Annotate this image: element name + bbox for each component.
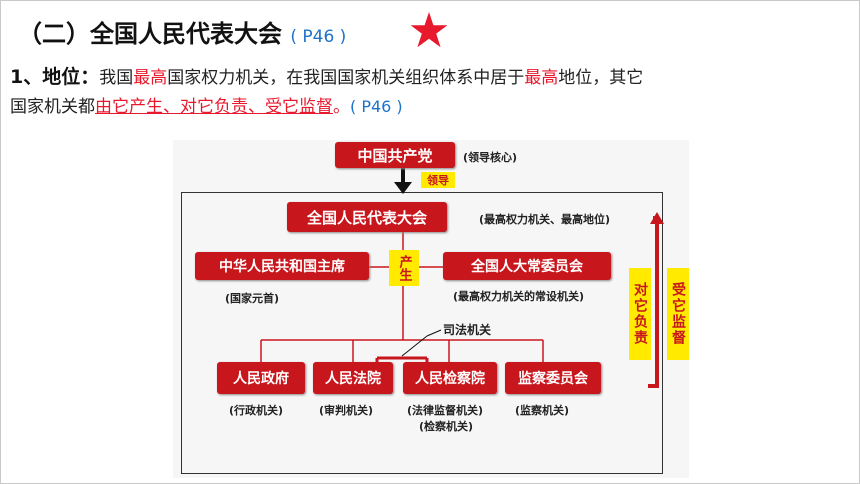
organ-procuratorate-note-2: (检察机关) (419, 420, 474, 433)
star-icon (410, 12, 448, 48)
text-segment: 国家机关都 (10, 97, 95, 117)
organ-procuratorate: 人民检察院 (403, 362, 497, 394)
status-paragraph-line-1: 1、地位：我国最高国家权力机关，在我国国家机关组织体系中居于最高地位，其它 (10, 62, 850, 93)
organ-procuratorate-note: (法律监督机关) (407, 404, 484, 417)
page-title: （二）全国人民代表大会 ( P46 ) (18, 14, 346, 49)
npc-note: (最高权力机关、最高地位) (479, 213, 611, 226)
president-note: (国家元首) (225, 292, 280, 305)
text-segment: 我国 (99, 68, 134, 88)
highlight-highest-2: 最高 (524, 68, 559, 88)
status-paragraph-line-2: 国家机关都由它产生、对它负责、受它监督。( P46 ) (10, 92, 850, 122)
judicial-label: 司法机关 (443, 323, 492, 337)
npc-box: 全国人民代表大会 (287, 202, 447, 232)
organ-court-note: (审判机关) (319, 404, 374, 417)
party-note: (领导核心) (463, 151, 518, 164)
org-diagram: 中国共产党 (领导核心) 领导 全国人民代表大会 (最高权力机关、最高地位) 中… (173, 140, 689, 478)
status-lead: 1、地位： (10, 66, 100, 88)
highlight-highest-1: 最高 (133, 68, 168, 88)
organ-court: 人民法院 (313, 362, 393, 394)
title-page-ref: ( P46 ) (290, 27, 347, 47)
diagram-connectors (260, 166, 664, 388)
responsible-label: 对它负责 (629, 268, 651, 360)
lead-label: 领导 (421, 172, 455, 188)
organ-government-note: (行政机关) (229, 404, 284, 417)
title-text: （二）全国人民代表大会 (18, 20, 282, 48)
party-box: 中国共产党 (335, 142, 455, 168)
state-organs-frame (181, 192, 663, 474)
standing-committee-box: 全国人大常委员会 (443, 252, 611, 280)
organ-government: 人民政府 (217, 362, 305, 394)
organ-supervision: 监察委员会 (505, 362, 601, 394)
text-period: 。 (333, 97, 350, 117)
supervised-label: 受它监督 (667, 268, 689, 360)
highlight-relationship: 由它产生、对它负责、受它监督 (95, 97, 333, 117)
standing-committee-note: (最高权力机关的常设机关) (453, 290, 585, 303)
paragraph-page-ref: ( P46 ) (350, 97, 403, 116)
produce-label: 产生 (389, 250, 419, 286)
text-segment: 地位，其它 (558, 68, 644, 88)
text-segment: 国家权力机关，在我国国家机关组织体系中居于 (167, 68, 525, 88)
president-box: 中华人民共和国主席 (195, 252, 369, 280)
organ-supervision-note: (监察机关) (515, 404, 570, 417)
